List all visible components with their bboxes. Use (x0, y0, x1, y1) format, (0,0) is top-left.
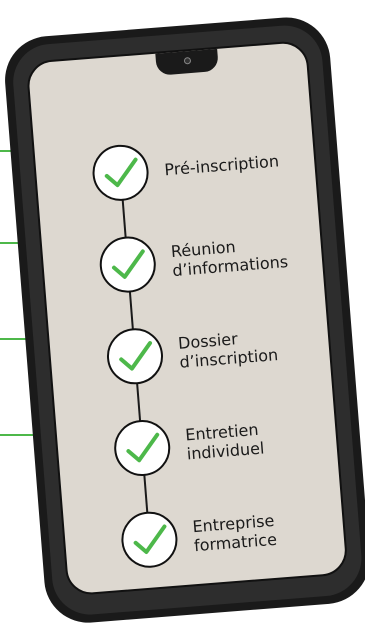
step-circle (104, 326, 166, 387)
step-label: Pré-inscription (163, 150, 280, 179)
phone-body: Pré-inscription Réunion d’informations (1, 14, 365, 626)
step-label: Entretien individuel (184, 419, 266, 464)
phone-screen: Pré-inscription Réunion d’informations (25, 39, 349, 597)
step-label: Réunion d’informations (170, 237, 289, 281)
step-dossier-inscription: Dossier d’inscription (104, 313, 339, 391)
step-entretien-individuel: Entretien individuel (112, 404, 346, 482)
phone-bezel: Pré-inscription Réunion d’informations (10, 22, 365, 618)
step-circle (90, 142, 151, 203)
check-icon (104, 157, 138, 188)
step-label: Dossier d’inscription (177, 329, 279, 372)
camera-icon (183, 56, 192, 65)
step-label: Entreprise formatrice (191, 510, 278, 556)
step-entreprise-formatrice: Entreprise formatrice (119, 496, 353, 574)
check-icon (133, 524, 167, 554)
check-icon (126, 432, 160, 463)
step-circle (97, 234, 158, 295)
step-circle (112, 417, 173, 479)
phone-notch (155, 48, 219, 76)
check-icon (111, 249, 145, 279)
step-reunion-informations: Réunion d’informations (97, 221, 332, 299)
step-pre-inscription: Pré-inscription (90, 129, 324, 207)
check-icon (119, 341, 153, 371)
step-circle (119, 509, 180, 570)
